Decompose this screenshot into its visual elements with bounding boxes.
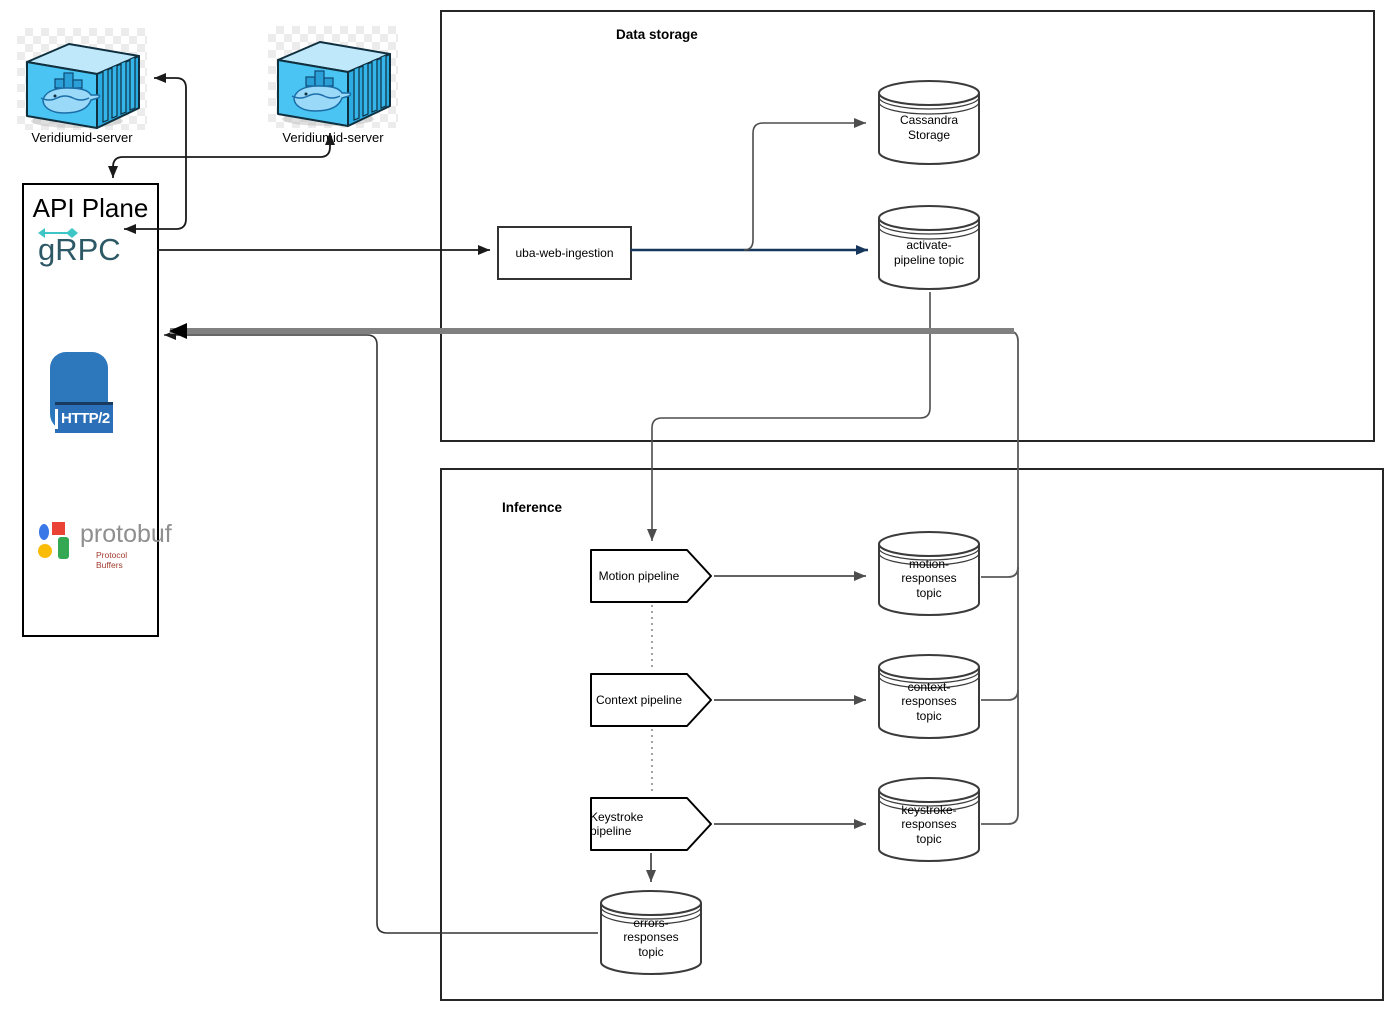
keystroke-pipeline-label: Keystroke pipeline [590, 810, 644, 838]
http2-band: HTTP/2 [55, 402, 113, 433]
protobuf-logo-subtext: Protocol Buffers [96, 550, 128, 570]
protobuf-logo: protobuf Protocol Buffers [34, 518, 172, 570]
protobuf-logo-text: protobuf [80, 520, 172, 548]
protobuf-pinwheel-icon [38, 522, 69, 559]
api-plane-title: API Plane [32, 193, 149, 223]
cylinder-motion-responses-topic: motion- responses topic [878, 531, 980, 617]
docker-container-label-1: Veridiumid-server [31, 130, 133, 145]
docker-container-illustration [26, 43, 140, 129]
uba-web-ingestion-node: uba-web-ingestion [497, 226, 632, 280]
cylinder-errors-responses-topic: errors- responses topic [600, 890, 702, 976]
context-responses-topic-label: context- responses topic [901, 679, 957, 723]
grpc-logo: gRPC [38, 226, 138, 278]
cylinder-activate-pipeline-topic: activate- pipeline topic [878, 205, 980, 291]
grpc-arrow-icon [38, 228, 78, 238]
pipeline-context: Context pipeline [590, 673, 712, 727]
cylinder-keystroke-responses-topic: keystroke- responses topic [878, 777, 980, 863]
motion-pipeline-label: Motion pipeline [598, 569, 680, 583]
motion-responses-topic-label: motion- responses topic [901, 556, 957, 600]
pipeline-keystroke: Keystroke pipeline [590, 797, 712, 851]
pipeline-motion: Motion pipeline [590, 549, 712, 603]
uba-web-ingestion-label: uba-web-ingestion [515, 246, 614, 260]
http2-logo: HTTP/2 [50, 352, 130, 436]
grpc-logo-text: gRPC [38, 232, 121, 267]
keystroke-responses-topic-label: keystroke- responses topic [901, 802, 957, 846]
docker-container-illustration [277, 41, 391, 127]
context-pipeline-label: Context pipeline [595, 693, 683, 707]
activate-pipeline-topic-label: activate- pipeline topic [893, 237, 965, 267]
errors-responses-topic-label: errors- responses topic [623, 915, 679, 959]
docker-container-image-2 [268, 26, 398, 128]
cylinder-context-responses-topic: context- responses topic [878, 654, 980, 740]
data-storage-title: Data storage [616, 27, 698, 42]
inference-title: Inference [502, 500, 563, 515]
cylinder-cassandra-storage: Cassandra Storage [878, 80, 980, 166]
docker-container-label-2: Veridiumid-server [282, 130, 384, 145]
http2-logo-text: HTTP/2 [55, 409, 110, 429]
cassandra-storage-label: Cassandra Storage [899, 112, 959, 142]
docker-container-image-1 [17, 28, 147, 130]
